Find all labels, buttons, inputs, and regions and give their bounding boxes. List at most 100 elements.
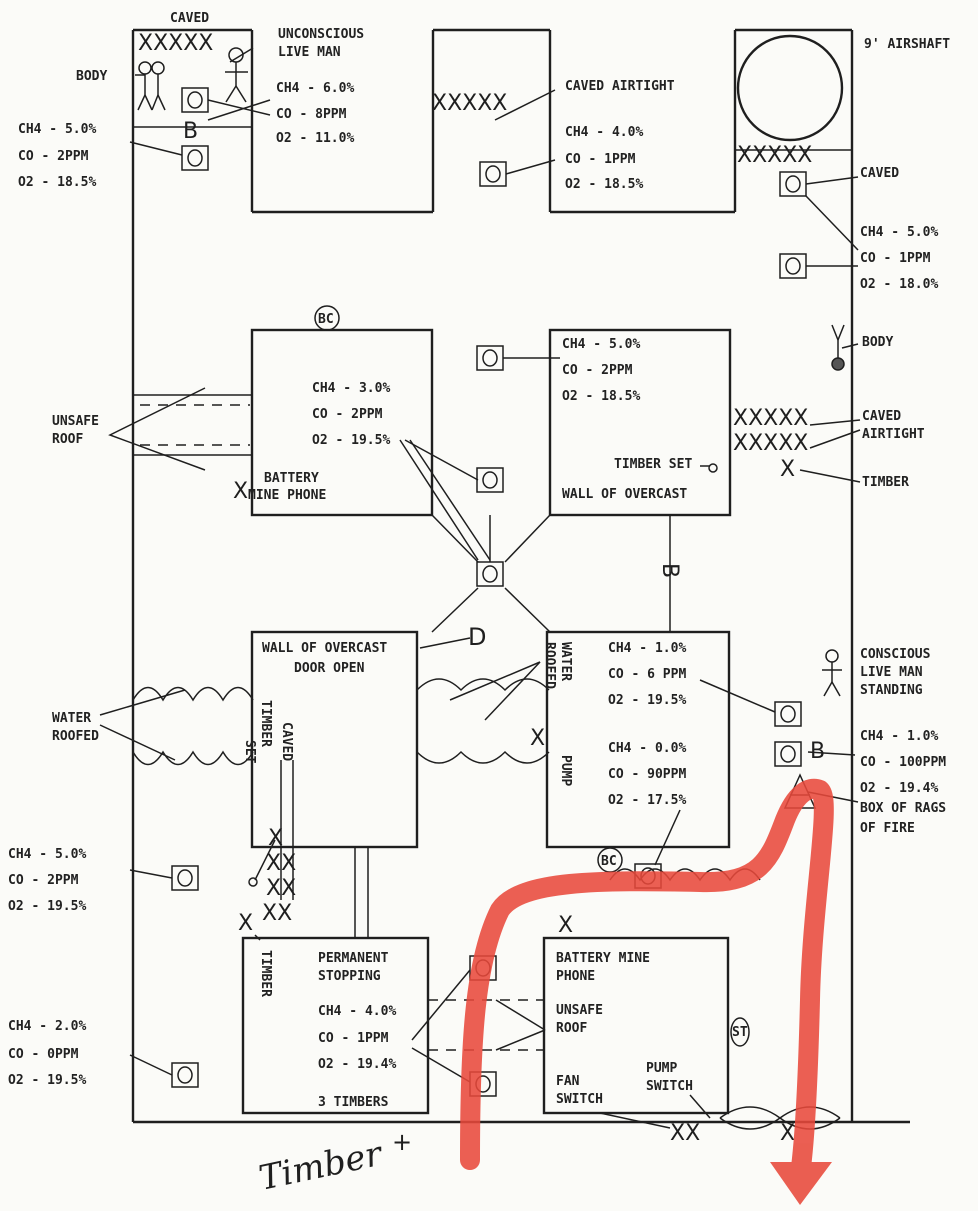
left1-ch4: CH4 - 5.0% [18, 122, 96, 137]
label-unsafe-roof-left-1: UNSAFE [52, 414, 99, 429]
label-three-timbers: 3 TIMBERS [318, 1095, 389, 1110]
door-symbol-d: D [468, 623, 486, 651]
pillar-blocks [241, 328, 732, 1115]
svg-text:XXXXX: XXXXX [737, 143, 812, 168]
label-caved-airtight-top: CAVED AIRTIGHT [565, 79, 675, 94]
mine-walls [131, 28, 910, 1124]
left3-ch4: CH4 - 2.0% [8, 1019, 86, 1034]
label-battery-phone-1a: BATTERY [264, 471, 319, 486]
b2-co: CO - 2PPM [312, 407, 383, 422]
leader-lines [99, 47, 861, 1129]
label-fan-switch-2: SWITCH [556, 1092, 603, 1107]
left2-co: CO - 2PPM [8, 873, 79, 888]
label-permanent-stopping-1: PERMANENT [318, 951, 389, 966]
label-water-roofed-left-2: ROOFED [52, 729, 99, 744]
mid1-o2: O2 - 18.5% [565, 177, 643, 192]
sensor-marker [774, 701, 802, 727]
sensor-marker [476, 467, 504, 493]
svg-text:XXXXX: XXXXX [733, 406, 808, 431]
label-airshaft: 9' AIRSHAFT [864, 37, 950, 52]
bc-symbol-2: BC [597, 847, 623, 873]
label-unsafe-roof-2b: ROOF [556, 1021, 587, 1036]
timber-set-poles [248, 463, 718, 900]
b2-ch4: CH4 - 3.0% [312, 381, 390, 396]
label-battery-phone-1b: MINE PHONE [248, 488, 326, 503]
label-unconscious-2: LIVE MAN [278, 45, 341, 60]
handwritten-timber-text: Timber [256, 1134, 387, 1199]
b3-co: CO - 2PPM [562, 363, 633, 378]
label-water-roofed-mid-1: WATER [558, 642, 573, 681]
st-symbol: ST [730, 1017, 750, 1047]
r1-o2: O2 - 11.0% [276, 131, 354, 146]
label-fan-switch-1: FAN [556, 1074, 580, 1089]
label-box-rags-2: OF FIRE [860, 821, 915, 836]
airshaft-circle [736, 34, 844, 142]
b2-o2: O2 - 19.5% [312, 433, 390, 448]
b3-o2: O2 - 18.5% [562, 389, 640, 404]
mid1-co: CO - 1PPM [565, 152, 636, 167]
sensor-marker [181, 87, 209, 113]
label-timber-set-1: TIMBER SET [614, 457, 692, 472]
sensor-marker [774, 741, 802, 767]
label-unsafe-roof-2a: UNSAFE [556, 1003, 603, 1018]
label-timber-set-2b: SET [242, 740, 257, 764]
label-battery-phone-2a: BATTERY MINE [556, 951, 650, 966]
label-conscious-1: CONSCIOUS [860, 647, 931, 662]
label-pump-switch-2: SWITCH [646, 1079, 693, 1094]
b4-ch4: CH4 - 1.0% [608, 641, 686, 656]
mid1-ch4: CH4 - 4.0% [565, 125, 643, 140]
label-caved-top: CAVED [170, 11, 209, 26]
r1-ch4: CH4 - 6.0% [276, 81, 354, 96]
label-timber-right: TIMBER [862, 475, 909, 490]
sensor-marker [479, 161, 507, 187]
svg-text:X: X [530, 726, 545, 751]
label-body-left: BODY [76, 69, 107, 84]
label-unconscious-1: UNCONSCIOUS [278, 27, 364, 42]
right1-ch4: CH4 - 5.0% [860, 225, 938, 240]
body-figure-right [831, 324, 845, 371]
svg-text:X: X [780, 1121, 795, 1146]
label-pump-switch-1: PUMP [646, 1061, 677, 1076]
unsafe-roof-left [108, 387, 252, 471]
st-label: ST [732, 1025, 748, 1040]
right1-co: CO - 1PPM [860, 251, 931, 266]
svg-text:X: X [233, 479, 248, 504]
svg-text:X: X [780, 457, 795, 482]
unsafe-roof-lower [428, 999, 544, 1051]
b5-ch4: CH4 - 4.0% [318, 1004, 396, 1019]
overcast-symbol-b3: B [657, 563, 682, 578]
label-unsafe-roof-left-2: ROOF [52, 432, 83, 447]
b4b-ch4: CH4 - 0.0% [608, 741, 686, 756]
sensor-marker [171, 865, 199, 891]
label-caved-vertical: CAVED [279, 722, 294, 761]
sensor-marker [779, 171, 807, 197]
label-battery-phone-2b: PHONE [556, 969, 595, 984]
left3-co: CO - 0PPM [8, 1047, 79, 1062]
label-box-rags-1: BOX OF RAGS [860, 801, 946, 816]
conscious-man-figure [822, 649, 842, 697]
svg-text:X: X [238, 911, 253, 936]
left2-o2: O2 - 19.5% [8, 899, 86, 914]
overcast-symbol-b2: B [810, 739, 825, 764]
right2-co: CO - 100PPM [860, 755, 946, 770]
label-conscious-3: STANDING [860, 683, 923, 698]
right2-o2: O2 - 19.4% [860, 781, 938, 796]
overcast-funnels [133, 126, 671, 938]
sensor-marker [476, 561, 504, 587]
b4-co: CO - 6 PPM [608, 667, 686, 682]
label-timber-left: TIMBER [258, 950, 273, 997]
svg-text:XX: XX [670, 1121, 700, 1146]
label-caved-right: CAVED [860, 166, 899, 181]
left2-ch4: CH4 - 5.0% [8, 847, 86, 862]
label-caved-airtight-right-2: AIRTIGHT [862, 427, 925, 442]
b5-co: CO - 1PPM [318, 1031, 389, 1046]
sensor-marker [476, 345, 504, 371]
sensor-marker [181, 145, 209, 171]
handwritten-timber-note: Timber + [256, 1128, 413, 1199]
overcast-symbol-b1: B [183, 119, 198, 144]
label-water-roofed-left-1: WATER [52, 711, 91, 726]
b4b-o2: O2 - 17.5% [608, 793, 686, 808]
label-timber-set-2a: TIMBER [258, 700, 273, 747]
label-wall-overcast-1: WALL OF OVERCAST [562, 487, 687, 502]
